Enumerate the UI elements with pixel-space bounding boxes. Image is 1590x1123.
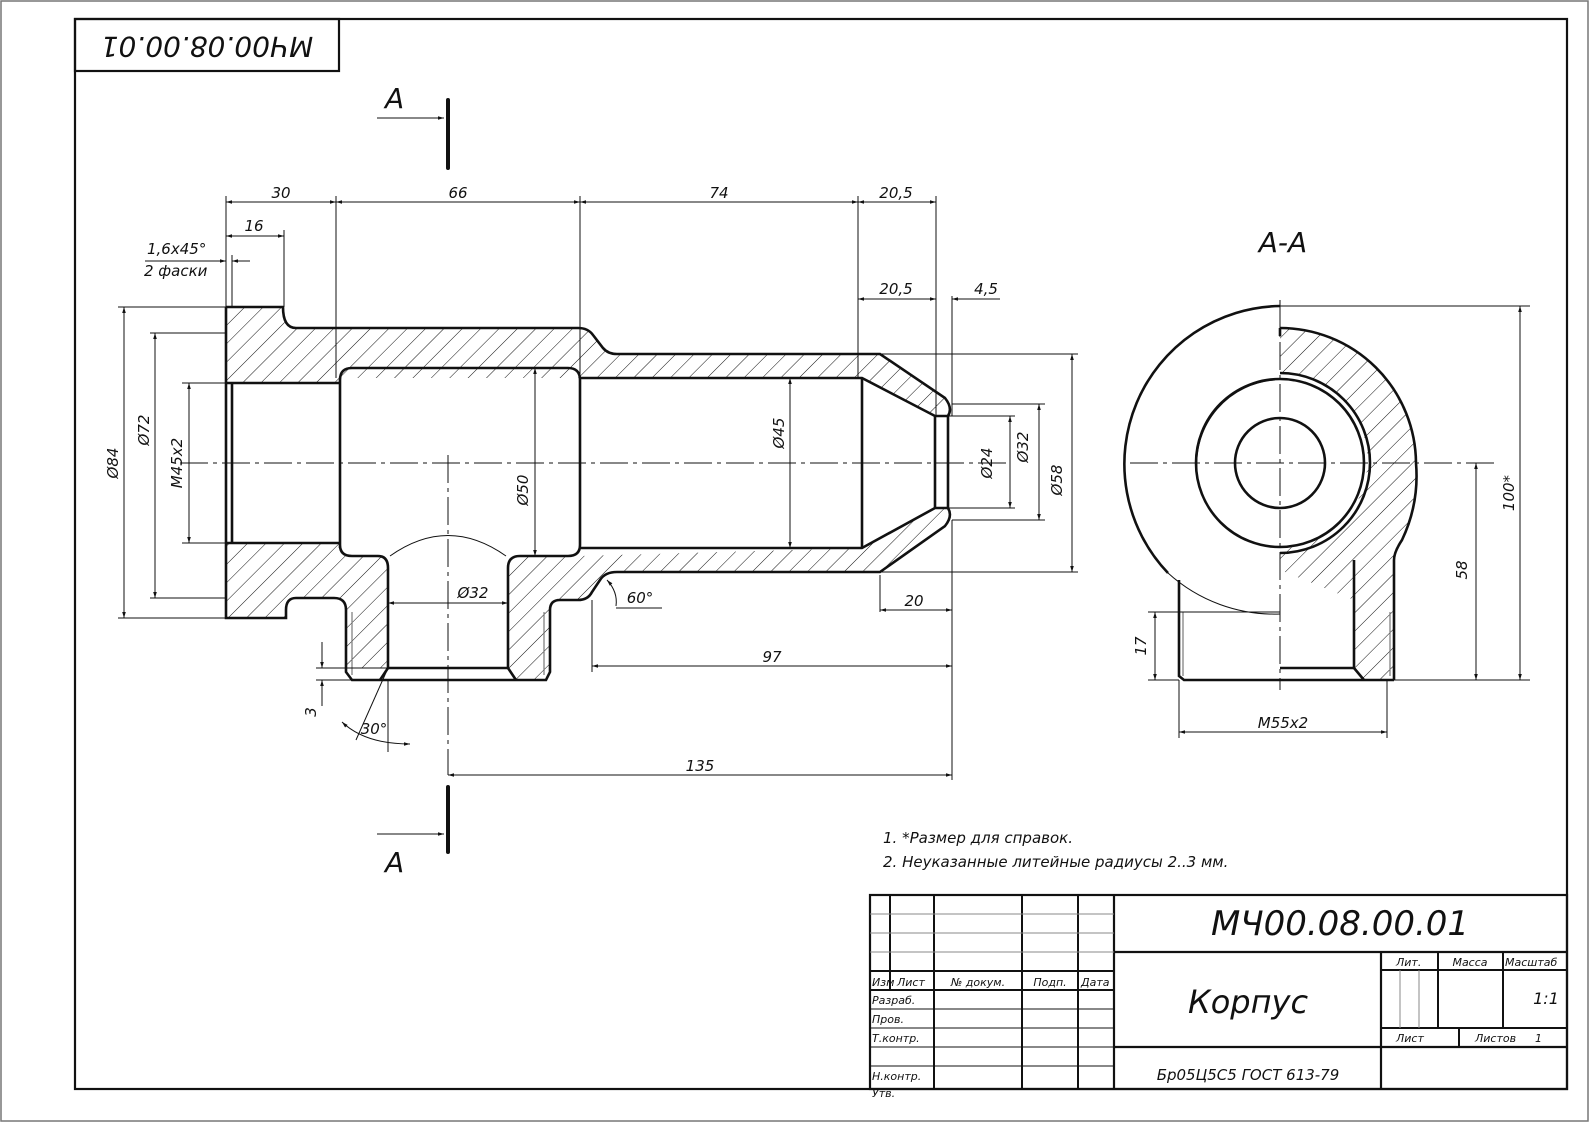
svg-text:1: 1 (1535, 1032, 1542, 1045)
note-1: 1. *Размер для справок. (883, 829, 1073, 847)
svg-text:20,5: 20,5 (879, 184, 912, 202)
svg-text:№ докум.: № докум. (950, 976, 1005, 989)
svg-text:Ø32: Ø32 (457, 584, 489, 602)
svg-text:1,6x45°: 1,6x45° (147, 240, 206, 258)
svg-text:Н.контр.: Н.контр. (872, 1070, 921, 1083)
main-view-body (224, 305, 952, 682)
designation-text: МЧ00.08.00.01 (1211, 904, 1469, 944)
svg-text:Изм: Изм (872, 976, 894, 989)
svg-text:74: 74 (709, 184, 728, 202)
svg-text:Дата: Дата (1080, 976, 1110, 989)
section-mark-top: A (377, 82, 450, 170)
svg-text:Пров.: Пров. (872, 1013, 904, 1026)
svg-text:Т.контр.: Т.контр. (872, 1032, 920, 1045)
svg-text:Ø45: Ø45 (770, 418, 788, 450)
svg-text:Ø32: Ø32 (1014, 432, 1032, 464)
svg-text:30: 30 (271, 184, 290, 202)
svg-text:Масштаб: Масштаб (1505, 956, 1557, 969)
svg-text:97: 97 (762, 648, 782, 666)
material-text: Бр05Ц5С5 ГОСТ 613-79 (1157, 1066, 1340, 1084)
svg-text:100*: 100* (1500, 474, 1518, 511)
svg-text:Ø24: Ø24 (978, 448, 996, 480)
scale-value: 1:1 (1533, 989, 1559, 1008)
svg-text:Лист: Лист (1395, 1032, 1424, 1045)
title-block: Изм Лист № докум. Подп. Дата Разраб. Про… (868, 893, 1569, 1100)
svg-text:M55x2: M55x2 (1258, 714, 1308, 732)
svg-text:Ø50: Ø50 (514, 475, 532, 507)
part-name: Корпус (1188, 983, 1308, 1021)
svg-text:Ø58: Ø58 (1048, 465, 1066, 497)
section-view-title: A-A (1257, 226, 1307, 259)
svg-text:20: 20 (904, 592, 923, 610)
svg-text:16: 16 (244, 217, 263, 235)
svg-text:M45x2: M45x2 (168, 438, 186, 488)
svg-text:Ø84: Ø84 (104, 448, 122, 480)
svg-text:Лит.: Лит. (1395, 956, 1421, 969)
svg-text:Разраб.: Разраб. (872, 994, 915, 1007)
svg-text:20,5: 20,5 (879, 280, 912, 298)
svg-text:Листов: Листов (1474, 1032, 1516, 1045)
svg-text:Масса: Масса (1452, 956, 1487, 969)
section-view-aa (1123, 304, 1418, 682)
dimensions-main: 30 66 74 20,5 16 1,6x45° 2 фаски 20,5 4,… (104, 184, 1078, 780)
svg-text:Подп.: Подп. (1033, 976, 1066, 989)
dimensions-section: 100* 58 17 M55x2 (1132, 305, 1530, 738)
svg-text:4,5: 4,5 (974, 280, 998, 298)
svg-text:30°: 30° (361, 720, 388, 738)
svg-text:135: 135 (686, 757, 715, 775)
section-letter-top: A (383, 82, 404, 115)
rotated-designation-stamp: МЧ00.08.00.01 (73, 17, 341, 73)
svg-text:60°: 60° (627, 589, 654, 607)
section-mark-bottom: A (377, 785, 450, 879)
svg-text:2 фаски: 2 фаски (144, 262, 208, 280)
svg-text:3: 3 (302, 707, 320, 717)
technical-notes: 1. *Размер для справок. 2. Неуказанные л… (883, 829, 1228, 871)
svg-text:Лист: Лист (896, 976, 925, 989)
section-letter-bottom: A (383, 846, 404, 879)
svg-text:17: 17 (1132, 636, 1150, 656)
svg-text:58: 58 (1453, 560, 1471, 579)
drawing-frame (73, 17, 1569, 1091)
svg-text:66: 66 (448, 184, 467, 202)
svg-text:Ø72: Ø72 (135, 415, 153, 447)
note-2: 2. Неуказанные литейные радиусы 2..3 мм. (883, 853, 1228, 871)
svg-text:Утв.: Утв. (872, 1087, 895, 1100)
stamp-text: МЧ00.08.00.01 (101, 30, 314, 63)
